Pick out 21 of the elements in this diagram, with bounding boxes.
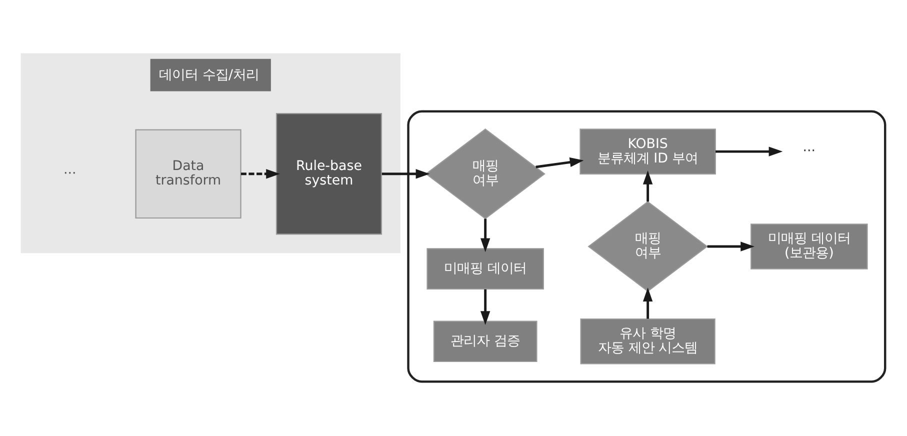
node-box: 미매핑 데이터 bbox=[426, 248, 544, 290]
node-diamond: 매핑 여부 bbox=[425, 128, 546, 220]
arrow bbox=[642, 288, 653, 319]
node-box: 미매핑 데이터 (보관용) bbox=[750, 224, 868, 270]
node-box: KOBIS 분류체계 ID 부여 bbox=[580, 128, 716, 174]
arrow bbox=[642, 170, 653, 202]
node-box: 유사 학명 자동 제안 시스템 bbox=[580, 318, 716, 364]
arrow bbox=[382, 169, 430, 179]
arrow bbox=[536, 157, 584, 168]
node-box: Data transform bbox=[135, 129, 242, 219]
arrow bbox=[716, 146, 783, 156]
arrow bbox=[480, 218, 490, 252]
node-text: ··· bbox=[802, 144, 816, 160]
node-box: Rule-base system bbox=[276, 113, 382, 235]
arrow bbox=[707, 242, 754, 252]
node-diamond: 매핑 여부 bbox=[588, 201, 708, 292]
arrow bbox=[240, 169, 280, 179]
cluster bbox=[407, 110, 886, 383]
label: ··· bbox=[64, 166, 76, 182]
arrow bbox=[480, 289, 490, 325]
node-box: 관리자 검증 bbox=[433, 320, 538, 362]
